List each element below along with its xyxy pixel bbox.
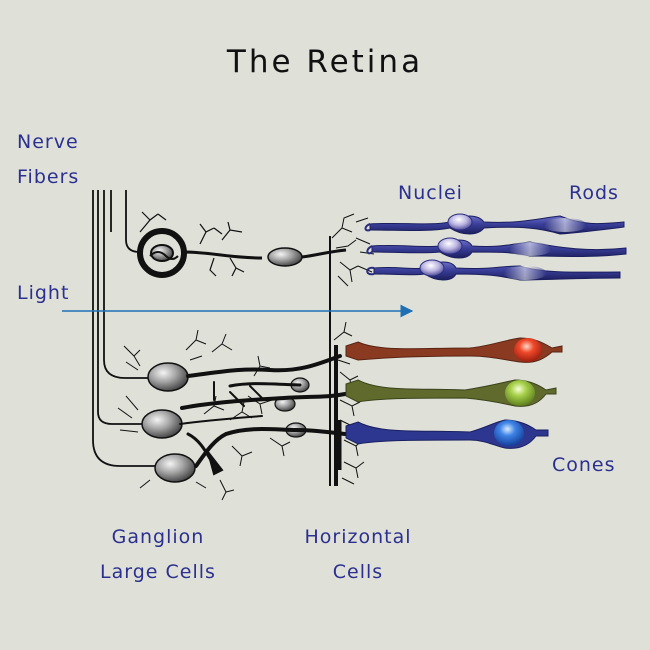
label-rods: Rods: [569, 182, 619, 204]
bipolar-cell-fibers: [179, 354, 347, 476]
cone-cell-green: [345, 379, 557, 407]
label-light: Light: [17, 282, 70, 304]
label-ganglion-line1: Ganglion: [111, 526, 205, 548]
label-nerve-fibers-line1: Nerve: [17, 131, 79, 153]
cone-cell-red: [345, 337, 563, 363]
label-nuclei: Nuclei: [398, 182, 463, 204]
label-nerve-fibers-line2: Fibers: [17, 166, 80, 188]
nerve-fibers: [92, 190, 160, 467]
label-horizontal-line2: Cells: [332, 561, 384, 583]
top-ganglion-cell: [137, 211, 347, 278]
label-ganglion-line2: Large Cells: [100, 561, 216, 583]
ganglion-large-cells: [141, 362, 310, 483]
page-title: The Retina: [226, 44, 424, 80]
rod-cells: [364, 213, 627, 281]
synaptic-dendrites: [331, 213, 375, 485]
label-horizontal-line1: Horizontal: [304, 526, 412, 548]
dendrites: [117, 329, 291, 501]
cone-cell-blue: [345, 419, 549, 449]
label-cones: Cones: [552, 454, 616, 476]
